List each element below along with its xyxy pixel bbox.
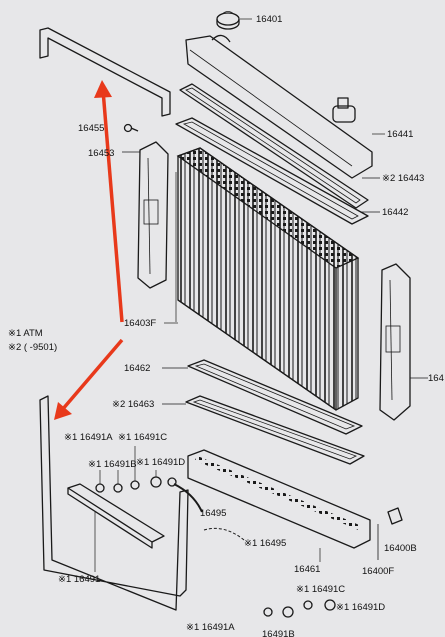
- lower-gasket-icon: [185, 395, 365, 465]
- radiator-core-icon: [176, 147, 360, 411]
- label-16491C-bottom: ※1 16491C: [296, 584, 345, 595]
- label-16441: 16441: [387, 129, 413, 140]
- label-16443: ※2 16443: [382, 173, 424, 184]
- legend-note-atm: ※1 ATM: [8, 328, 43, 339]
- label-16491B-bottom: 16491B: [262, 629, 295, 637]
- label-16491D: ※1 16491D: [136, 457, 185, 468]
- label-16401: 16401: [256, 14, 282, 25]
- radiator-cap-icon: [216, 11, 240, 30]
- label-16491A-bottom: ※1 16491A: [186, 622, 235, 633]
- oil-cooler-icon: [67, 483, 165, 549]
- label-16491C: ※1 16491C: [118, 432, 167, 443]
- label-16462: 16462: [124, 363, 150, 374]
- label-16442: 16442: [382, 207, 408, 218]
- label-16403F: 16403F: [124, 318, 156, 329]
- label-16400F: 16400F: [362, 566, 394, 577]
- washers-icon: [95, 476, 336, 618]
- label-16400B: 16400B: [384, 543, 417, 554]
- upper-seal-icon: [175, 117, 369, 225]
- top-stay-icon: [39, 27, 171, 117]
- highlight-arrows: [54, 80, 124, 420]
- lower-seal-icon: [187, 359, 363, 435]
- legend-note-9501: ※2 ( -9501): [8, 342, 57, 353]
- label-16491: ※1 16491: [58, 574, 100, 585]
- upper-gasket-icon: [179, 83, 369, 209]
- label-16495: ※1 16495: [244, 538, 286, 549]
- hose-icon: [173, 483, 245, 541]
- label-16463: ※2 16463: [112, 399, 154, 410]
- label-16491D-bottom: ※1 16491D: [336, 602, 385, 613]
- label-16491B: ※1 16491B: [88, 459, 137, 470]
- drain-cock-icon: [377, 507, 403, 560]
- label-16495-top: 16495: [200, 508, 226, 519]
- label-16491A: ※1 16491A: [64, 432, 113, 443]
- label-16455: 16455: [78, 123, 104, 134]
- right-bracket-icon: [379, 263, 411, 421]
- bolt-icon: [123, 123, 139, 133]
- upper-tank-icon: [185, 34, 373, 179]
- label-164-right: 164: [428, 373, 444, 384]
- left-bracket-icon: [137, 141, 169, 289]
- label-16453: 16453: [88, 148, 114, 159]
- label-16461: 16461: [294, 564, 320, 575]
- lower-tank-icon: [187, 449, 371, 549]
